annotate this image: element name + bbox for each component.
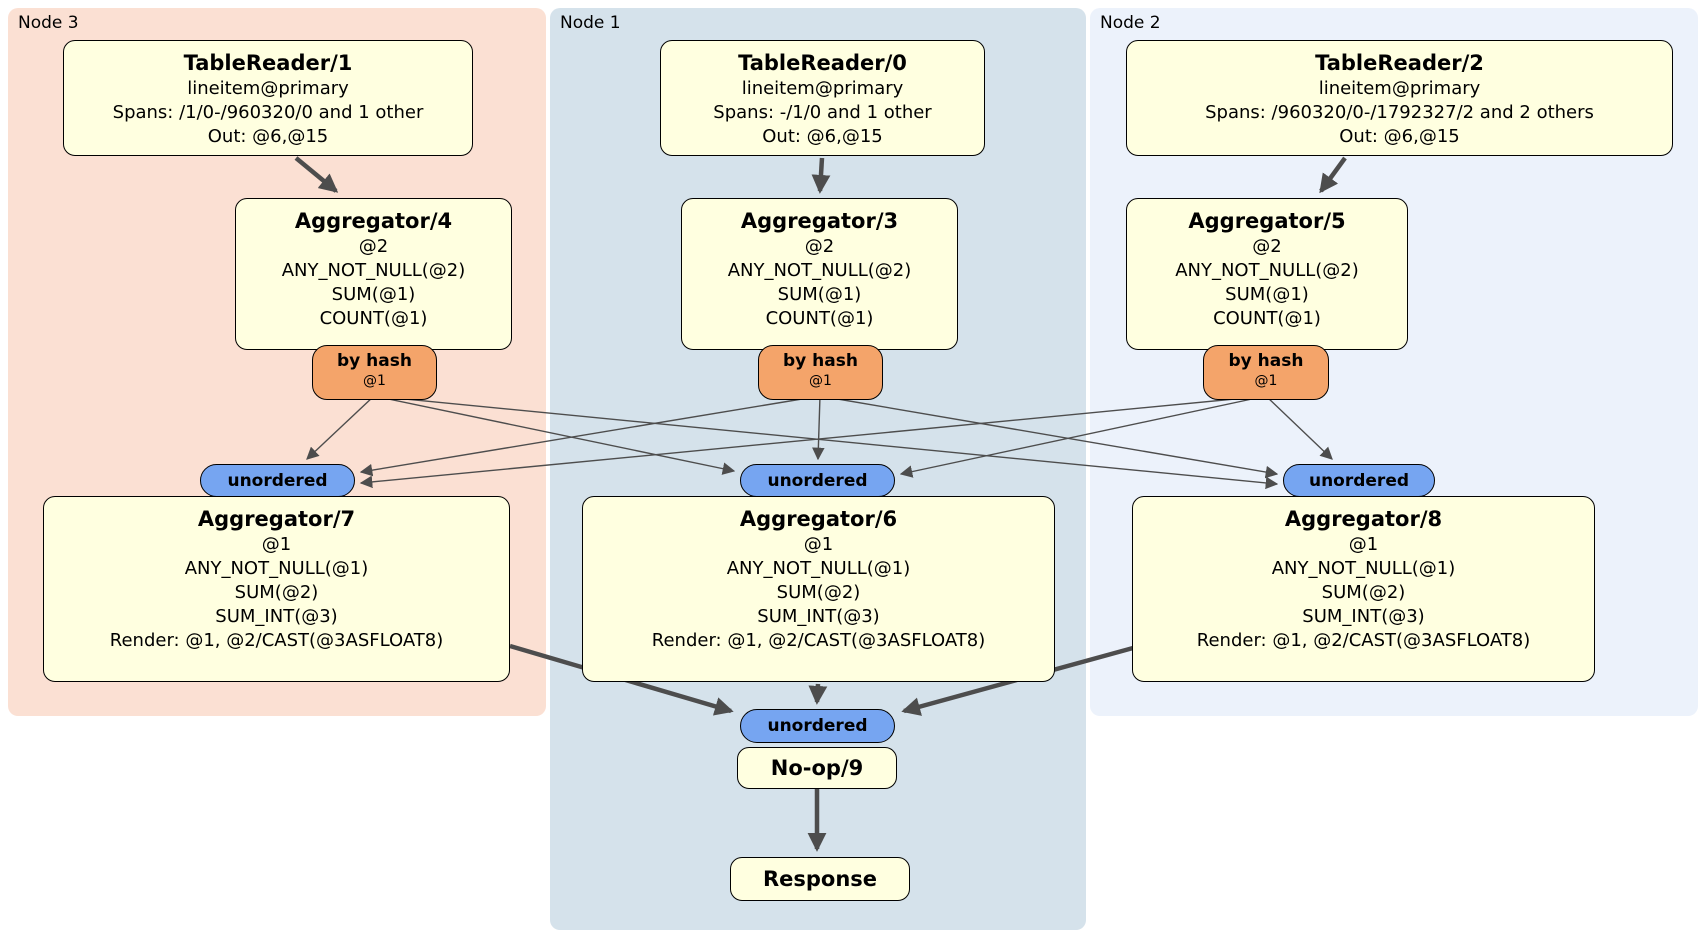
processor-detail: COUNT(@1) (319, 308, 428, 329)
processor-detail: ANY_NOT_NULL(@2) (727, 260, 912, 281)
processor-detail: SUM(@1) (1225, 284, 1309, 305)
router-detail: @1 (363, 373, 386, 389)
region-node2-label: Node 2 (1100, 13, 1161, 33)
processor-detail: Out: @6,@15 (1339, 126, 1460, 147)
processor-detail: Render: @1, @2/CAST(@3ASFLOAT8) (651, 630, 986, 651)
processor-title: Aggregator/6 (739, 507, 898, 531)
processor-detail: Out: @6,@15 (762, 126, 883, 147)
processor-aggregator-5: Aggregator/5 @2 ANY_NOT_NULL(@2) SUM(@1)… (1126, 198, 1408, 350)
processor-title: No-op/9 (770, 755, 864, 780)
processor-aggregator-3: Aggregator/3 @2 ANY_NOT_NULL(@2) SUM(@1)… (681, 198, 958, 350)
processor-detail: @2 (1252, 236, 1282, 257)
processor-detail: SUM_INT(@3) (1302, 606, 1425, 627)
processor-detail: @1 (803, 534, 834, 555)
processor-detail: @2 (804, 236, 835, 257)
sync-label: unordered (227, 470, 328, 491)
processor-detail: SUM(@1) (331, 284, 416, 305)
processor-title: Aggregator/5 (1188, 209, 1346, 233)
processor-detail: SUM(@2) (776, 582, 861, 603)
processor-aggregator-7: Aggregator/7 @1 ANY_NOT_NULL(@1) SUM(@2)… (43, 496, 510, 682)
processor-detail: @1 (261, 534, 292, 555)
processor-detail: Render: @1, @2/CAST(@3ASFLOAT8) (109, 630, 444, 651)
processor-title: Aggregator/4 (294, 209, 453, 233)
processor-title: TableReader/2 (1315, 51, 1484, 75)
processor-detail: @2 (358, 236, 389, 257)
processor-detail: Spans: /1/0-/960320/0 and 1 other (112, 102, 424, 123)
processor-detail: ANY_NOT_NULL(@2) (281, 260, 466, 281)
processor-detail: Out: @6,@15 (207, 126, 329, 147)
sync-label: unordered (1308, 470, 1410, 491)
processor-detail: lineitem@primary (741, 78, 904, 99)
region-node3-label: Node 3 (18, 13, 79, 33)
router-by-hash-3: by hash @1 (758, 345, 883, 400)
processor-detail: Spans: -/1/0 and 1 other (713, 102, 932, 123)
processor-title: Aggregator/7 (197, 507, 356, 531)
router-detail: @1 (809, 373, 832, 389)
processor-detail: COUNT(@1) (1213, 308, 1321, 329)
processor-title: TableReader/0 (738, 51, 907, 75)
processor-tablereader-2: TableReader/2 lineitem@primary Spans: /9… (1126, 40, 1673, 156)
processor-detail: ANY_NOT_NULL(@1) (1271, 558, 1456, 579)
processor-detail: @1 (1348, 534, 1379, 555)
processor-aggregator-4: Aggregator/4 @2 ANY_NOT_NULL(@2) SUM(@1)… (235, 198, 512, 350)
router-label: by hash (1228, 351, 1304, 371)
sync-label: unordered (767, 470, 868, 491)
router-label: by hash (783, 351, 858, 371)
processor-noop-9: No-op/9 (737, 747, 897, 789)
processor-detail: Spans: /960320/0-/1792327/2 and 2 others (1205, 102, 1594, 123)
processor-title: Aggregator/3 (740, 209, 899, 233)
router-detail: @1 (1254, 373, 1278, 389)
processor-detail: ANY_NOT_NULL(@1) (726, 558, 911, 579)
router-label: by hash (337, 351, 412, 371)
processor-title: Response (762, 866, 878, 891)
sync-unordered-right: unordered (1283, 464, 1435, 497)
processor-detail: lineitem@primary (1318, 78, 1481, 99)
sync-unordered-left: unordered (200, 464, 355, 497)
processor-aggregator-6: Aggregator/6 @1 ANY_NOT_NULL(@1) SUM(@2)… (582, 496, 1055, 682)
processor-detail: ANY_NOT_NULL(@2) (1175, 260, 1359, 281)
processor-detail: SUM_INT(@3) (757, 606, 880, 627)
processor-detail: SUM(@1) (777, 284, 862, 305)
processor-detail: ANY_NOT_NULL(@1) (184, 558, 369, 579)
processor-tablereader-0: TableReader/0 lineitem@primary Spans: -/… (660, 40, 985, 156)
router-by-hash-4: by hash @1 (312, 345, 437, 400)
processor-title: Aggregator/8 (1284, 507, 1443, 531)
processor-detail: COUNT(@1) (765, 308, 874, 329)
processor-response: Response (730, 857, 910, 901)
processor-title: TableReader/1 (183, 51, 353, 75)
sync-unordered-center: unordered (740, 464, 895, 497)
processor-detail: SUM(@2) (234, 582, 319, 603)
processor-tablereader-1: TableReader/1 lineitem@primary Spans: /1… (63, 40, 473, 156)
processor-detail: SUM_INT(@3) (215, 606, 338, 627)
router-by-hash-5: by hash @1 (1203, 345, 1329, 400)
sync-unordered-bottom: unordered (740, 709, 895, 743)
processor-detail: SUM(@2) (1321, 582, 1406, 603)
processor-aggregator-8: Aggregator/8 @1 ANY_NOT_NULL(@1) SUM(@2)… (1132, 496, 1595, 682)
processor-detail: Render: @1, @2/CAST(@3ASFLOAT8) (1196, 630, 1531, 651)
sync-label: unordered (767, 716, 868, 736)
region-node1-label: Node 1 (560, 13, 621, 33)
processor-detail: lineitem@primary (187, 78, 349, 99)
